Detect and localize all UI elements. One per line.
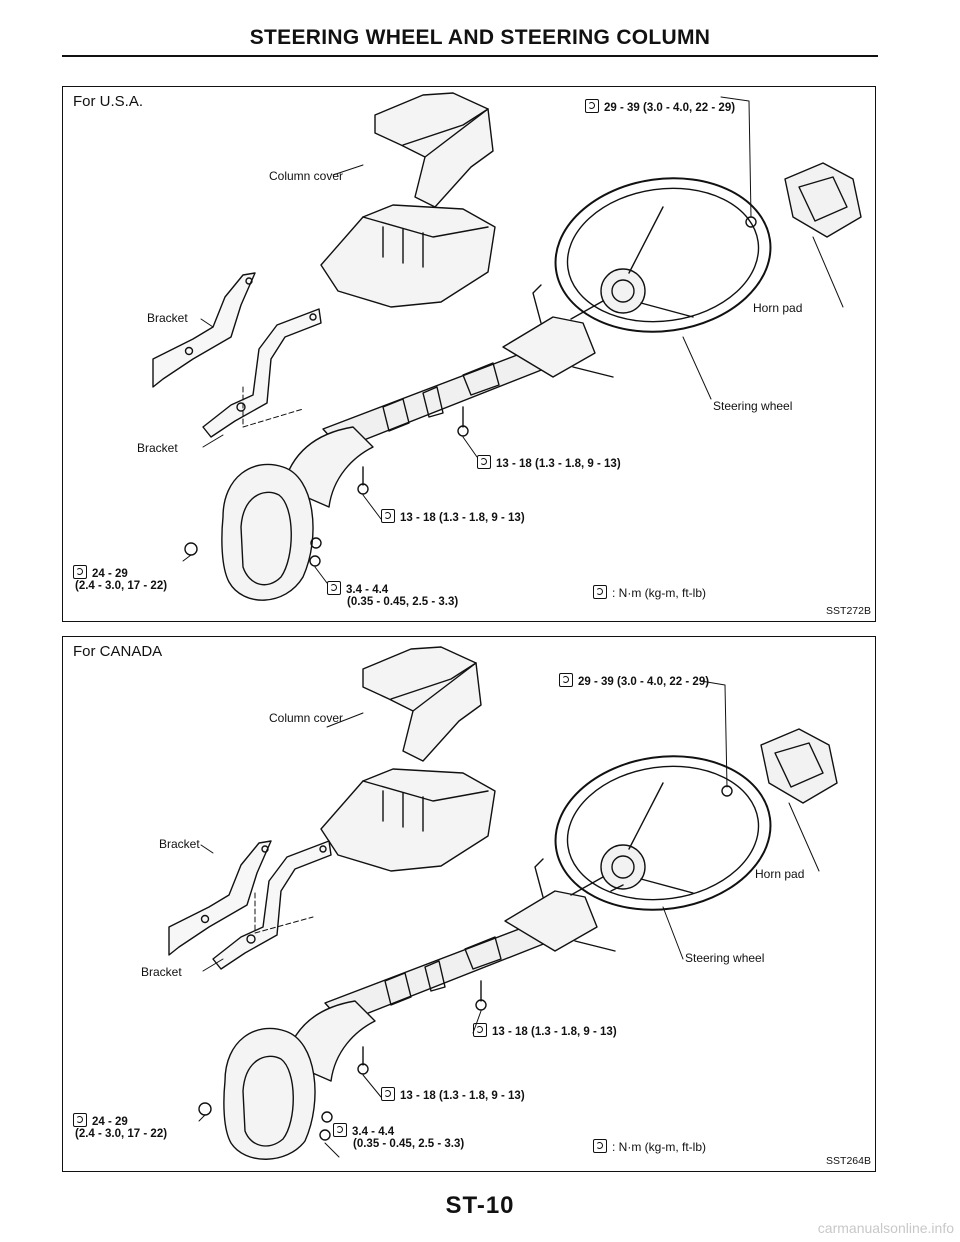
torque-spec-top: 29 - 39 (3.0 - 4.0, 22 - 29) <box>559 673 709 688</box>
torque-legend: : N·m (kg-m, ft-lb) <box>593 1139 706 1154</box>
horn-pad <box>760 728 838 804</box>
torque-wrench-icon <box>477 455 491 469</box>
steering-wheel-label: Steering wheel <box>713 399 793 413</box>
torque-wrench-icon <box>593 585 607 599</box>
bracket-upper-label: Bracket <box>159 837 200 851</box>
column-boot <box>223 1000 376 1160</box>
watermark: carmanualsonline.info <box>817 1220 954 1236</box>
bracket-lower-label: Bracket <box>141 965 182 979</box>
torque-spec-left: 24 - 29(2.4 - 3.0, 17 - 22) <box>73 1113 167 1140</box>
page-title: STEERING WHEEL AND STEERING COLUMN <box>249 26 711 49</box>
region-label: For CANADA <box>73 643 163 660</box>
torque-wrench-icon <box>73 1113 87 1127</box>
steering-wheel-label: Steering wheel <box>685 951 765 965</box>
column-cover-lower <box>320 768 496 872</box>
torque-spec-small: 3.4 - 4.4(0.35 - 0.45, 2.5 - 3.3) <box>327 581 458 608</box>
torque-spec-top: 29 - 39 (3.0 - 4.0, 22 - 29) <box>585 99 735 114</box>
exploded-diagram <box>168 646 838 1160</box>
leader-lines <box>198 680 820 1158</box>
horn-pad <box>784 162 862 238</box>
torque-spec-mid2: 13 - 18 (1.3 - 1.8, 9 - 13) <box>381 1087 525 1102</box>
column-cover-upper <box>374 92 494 208</box>
steering-column <box>324 858 616 1024</box>
column-cover-lower <box>320 204 496 308</box>
column-boot <box>221 426 374 601</box>
column-cover-upper <box>362 646 482 762</box>
figure-code: SST264B <box>826 1155 871 1167</box>
steering-wheel <box>554 755 772 911</box>
diagram-panel-canada: For CANADA 29 - 39 (3.0 - 4.0, 22 - 29) … <box>62 636 876 1172</box>
bracket-lower <box>202 308 322 438</box>
torque-legend: : N·m (kg-m, ft-lb) <box>593 585 706 600</box>
torque-wrench-icon <box>381 1087 395 1101</box>
horn-pad-label: Horn pad <box>753 301 803 315</box>
torque-spec-mid2: 13 - 18 (1.3 - 1.8, 9 - 13) <box>381 509 525 524</box>
torque-wrench-icon <box>327 581 341 595</box>
torque-wrench-icon <box>559 673 573 687</box>
torque-wrench-icon <box>73 565 87 579</box>
bracket-lower <box>212 840 332 970</box>
exploded-diagram <box>152 92 862 601</box>
torque-spec-mid1: 13 - 18 (1.3 - 1.8, 9 - 13) <box>477 455 621 470</box>
torque-wrench-icon <box>593 1139 607 1153</box>
column-cover-label: Column cover <box>269 711 344 725</box>
bracket-upper <box>168 840 272 956</box>
horn-pad-label: Horn pad <box>755 867 805 881</box>
title-rule <box>62 55 878 57</box>
page-number: ST-10 <box>445 1192 515 1219</box>
fasteners <box>198 785 733 1141</box>
figure-code: SST272B <box>826 605 871 617</box>
bracket-upper <box>152 272 256 388</box>
steering-column <box>322 284 614 450</box>
torque-wrench-icon <box>585 99 599 113</box>
bracket-upper-label: Bracket <box>147 311 188 325</box>
torque-spec-mid1: 13 - 18 (1.3 - 1.8, 9 - 13) <box>473 1023 617 1038</box>
torque-wrench-icon <box>333 1123 347 1137</box>
torque-spec-small: 3.4 - 4.4(0.35 - 0.45, 2.5 - 3.3) <box>333 1123 464 1150</box>
diagram-panel-usa: For U.S.A. 29 - 39 (3.0 - 4.0, 22 - 29) … <box>62 86 876 622</box>
steering-wheel <box>554 177 772 333</box>
torque-spec-left: 24 - 29(2.4 - 3.0, 17 - 22) <box>73 565 167 592</box>
torque-wrench-icon <box>381 509 395 523</box>
column-cover-label: Column cover <box>269 169 344 183</box>
region-label: For U.S.A. <box>73 93 144 110</box>
torque-wrench-icon <box>473 1023 487 1037</box>
bracket-lower-label: Bracket <box>137 441 178 455</box>
leader-lines <box>182 96 844 584</box>
